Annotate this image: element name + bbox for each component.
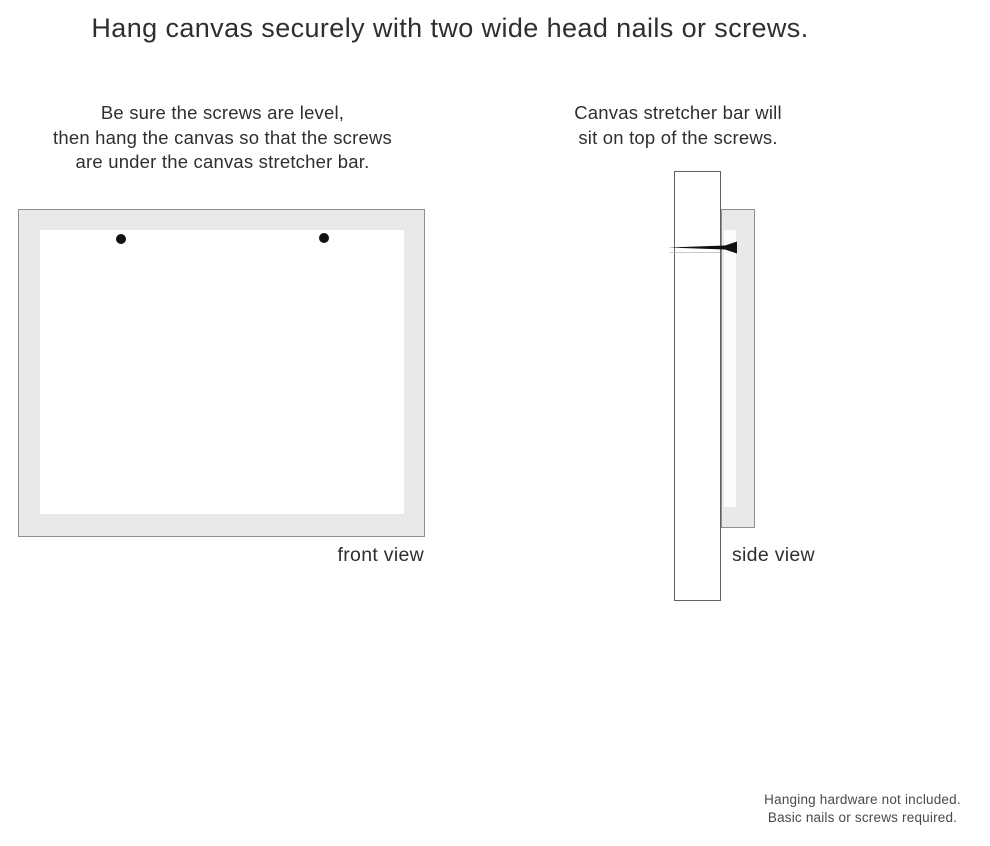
page-title: Hang canvas securely with two wide head … [91, 13, 809, 43]
text-line: Basic nails or screws required. [767, 809, 958, 825]
screw-dot-right [319, 233, 329, 243]
nail-icon [668, 241, 737, 254]
text-line: then hang the canvas so that the screws [53, 126, 392, 148]
canvas-side-inner-area [724, 230, 736, 507]
side-instruction-text: Canvas stretcher bar will sit on top of … [540, 101, 816, 150]
text-line: Hanging hardware not included. [764, 792, 961, 807]
side-view-label: side view [732, 544, 815, 566]
front-instruction-text: Be sure the screws are level, then hang … [20, 101, 425, 175]
text-line: Canvas stretcher bar will [574, 102, 782, 123]
canvas-side-panel [721, 209, 755, 528]
text-line: Be sure the screws are level, [100, 102, 345, 123]
canvas-inner-area [40, 230, 404, 514]
text-line: sit on top of the screws. [578, 126, 778, 148]
front-view-canvas-frame [18, 209, 425, 537]
stretcher-bar [674, 171, 721, 601]
front-view-label: front view [337, 544, 424, 566]
footer-note: Hanging hardware not included. Basic nai… [740, 791, 985, 826]
screw-dot-left [116, 234, 126, 244]
text-line: are under the canvas stretcher bar. [75, 151, 370, 172]
